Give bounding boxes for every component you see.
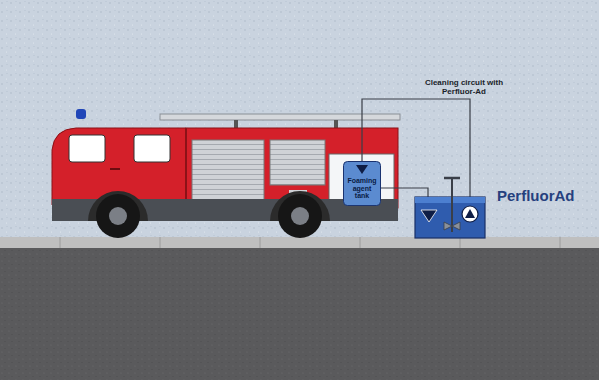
brand-logo: PerfluorAd	[497, 187, 597, 204]
circuit-label: Cleaning circuit with Perfluor-Ad	[414, 78, 514, 96]
sidewalk-joints	[60, 237, 560, 248]
foam-tank: Foaming agent tank	[343, 161, 381, 206]
wall	[0, 0, 599, 238]
fire-truck	[52, 109, 400, 238]
road	[0, 248, 599, 380]
tank-label: Foaming agent tank	[343, 177, 381, 204]
sidewalk	[0, 237, 599, 248]
cleaning-unit	[415, 178, 485, 238]
